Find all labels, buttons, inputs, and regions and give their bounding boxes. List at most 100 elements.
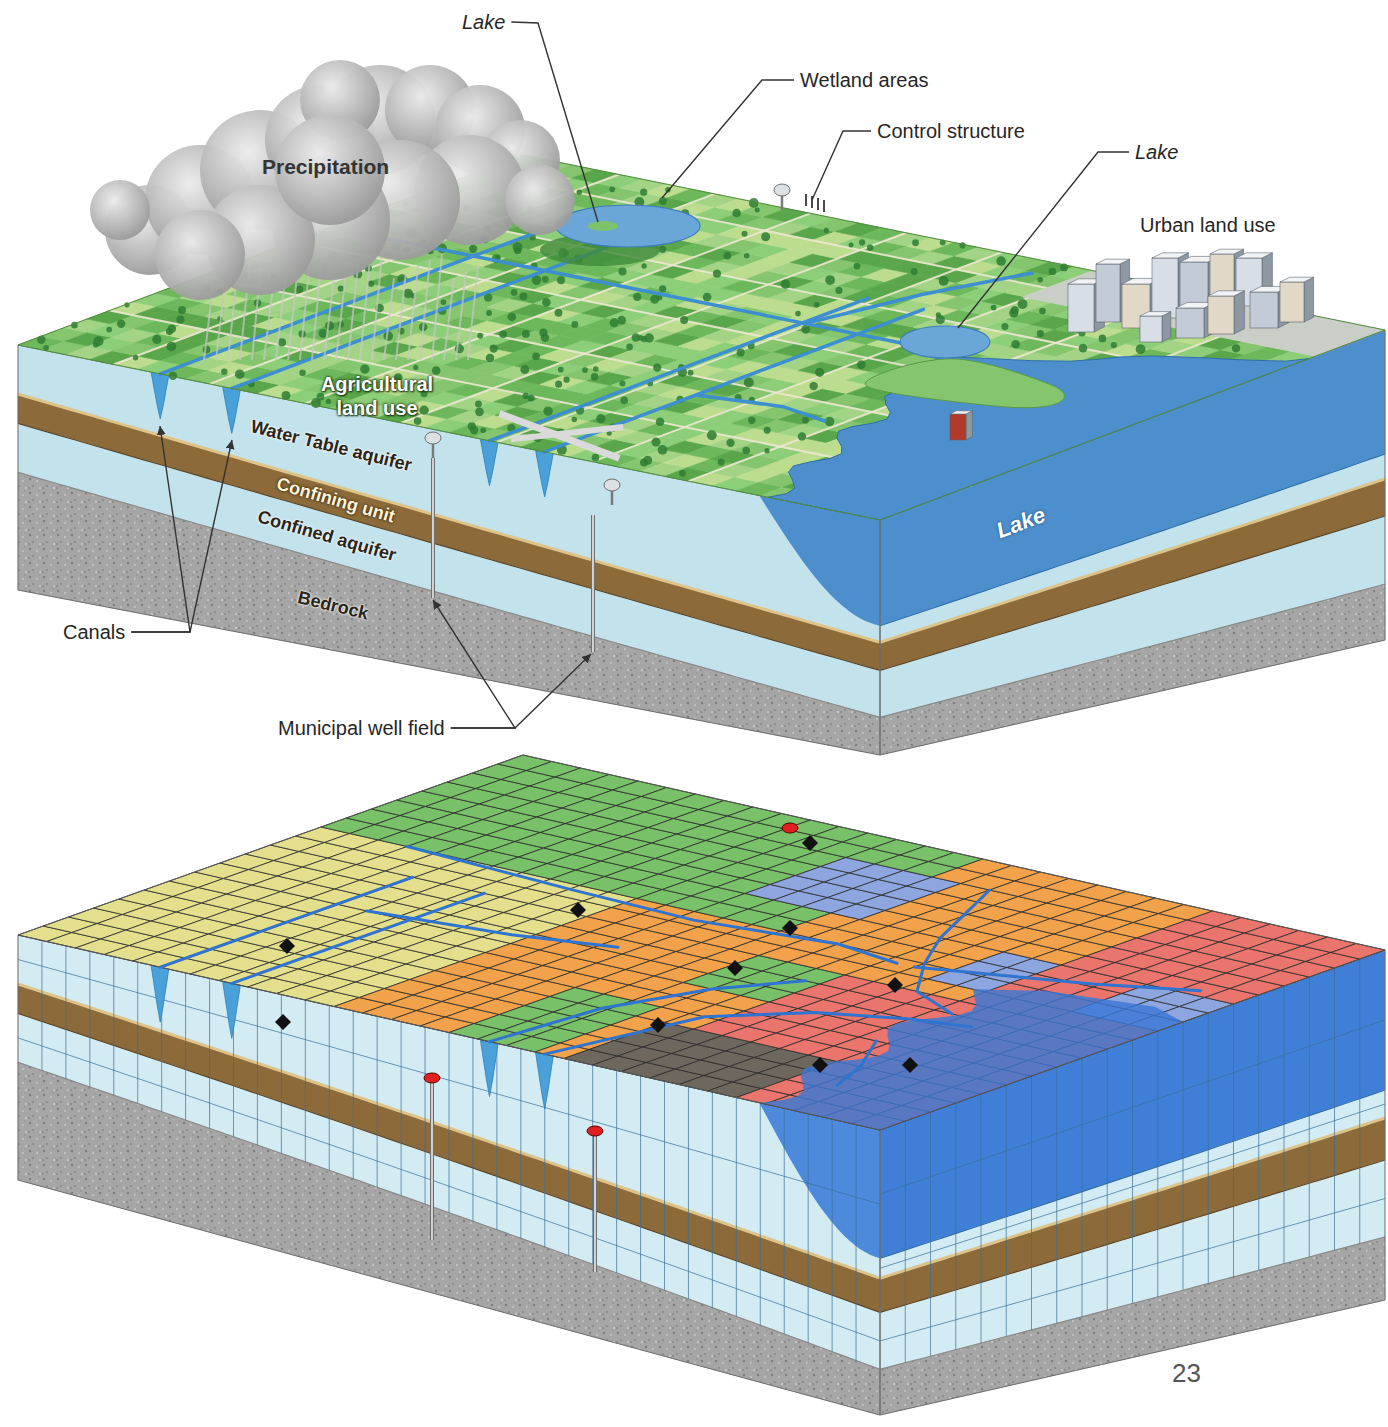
- tree: [741, 231, 747, 237]
- tree: [419, 406, 428, 415]
- tree: [857, 360, 866, 369]
- tree: [617, 316, 626, 325]
- tree: [235, 369, 245, 379]
- tree: [801, 325, 810, 334]
- control-structure: [823, 200, 825, 212]
- rock-layer: [18, 935, 880, 1415]
- tree: [117, 319, 125, 327]
- model-grid-line: [712, 1092, 713, 1308]
- building: [1176, 308, 1204, 338]
- model-grid-line: [981, 1094, 982, 1343]
- tree: [592, 454, 600, 462]
- tree: [511, 289, 518, 296]
- model-grid-line: [856, 1125, 857, 1361]
- tree: [854, 263, 861, 270]
- layer-boundary: [18, 394, 880, 642]
- model-grid-line: [784, 1108, 785, 1334]
- stream: [367, 911, 618, 947]
- model-grid-line: [1056, 1067, 1057, 1323]
- stream: [232, 893, 485, 983]
- model-grid-line: [472, 1038, 473, 1221]
- leader-line: [131, 22, 1129, 728]
- canal-cut: [151, 966, 169, 1022]
- tree: [609, 186, 615, 192]
- rain-cloud: [90, 180, 150, 240]
- tree: [360, 364, 369, 373]
- tree: [726, 439, 734, 447]
- peninsula: [865, 359, 1064, 408]
- tree: [814, 302, 820, 308]
- rain-cloud: [372, 254, 382, 360]
- leader-line: [958, 152, 1129, 328]
- model-grid-line: [905, 1121, 906, 1363]
- tree: [475, 401, 482, 408]
- small-lake: [900, 326, 990, 358]
- leader-line: [812, 131, 871, 200]
- tree: [724, 252, 732, 260]
- layer-boundary: [880, 454, 1385, 717]
- stream: [490, 981, 806, 1042]
- tree: [1111, 342, 1117, 348]
- small-lake: [556, 205, 700, 247]
- tree: [1011, 306, 1019, 314]
- canal: [374, 236, 952, 353]
- leader-line: [662, 80, 794, 198]
- canal-cut: [536, 1053, 554, 1109]
- model-grid-line: [1359, 959, 1360, 1244]
- tree: [499, 330, 507, 338]
- tree: [809, 382, 817, 390]
- building: [1280, 282, 1304, 322]
- model-grid-line: [449, 1033, 450, 1213]
- lake-water: [768, 356, 1309, 520]
- leader-line: [131, 440, 232, 632]
- model-grid-line: [664, 1081, 665, 1290]
- landscape-block: [18, 155, 1385, 755]
- canal: [490, 298, 869, 441]
- model-grid-line: [880, 1199, 1385, 1341]
- tree: [688, 370, 694, 376]
- tree: [659, 285, 666, 292]
- tree: [577, 189, 582, 194]
- observation-point: [570, 902, 586, 918]
- canal-cut: [151, 373, 169, 419]
- cloud-label: Precipitation: [262, 154, 389, 179]
- tree: [641, 336, 647, 342]
- observation-point: [650, 1017, 666, 1033]
- tree: [849, 242, 854, 247]
- rock-layer: [18, 345, 880, 755]
- model-grid-line: [18, 940, 1385, 1362]
- rain-cloud: [420, 260, 430, 360]
- tree: [911, 268, 918, 275]
- building: [1208, 291, 1244, 296]
- building: [1234, 291, 1244, 334]
- model-grid-line: [1132, 1040, 1133, 1304]
- rain-cloud: [324, 278, 334, 360]
- tree: [133, 355, 139, 361]
- tree: [93, 342, 99, 348]
- tree: [1037, 277, 1043, 283]
- model-grid-line: [640, 1076, 641, 1282]
- model-grid-line: [955, 1103, 956, 1350]
- building: [1152, 258, 1178, 318]
- tree: [1049, 268, 1056, 275]
- tree: [522, 330, 530, 338]
- rain-cloud: [432, 254, 442, 360]
- tree: [596, 414, 605, 423]
- observation-point: [275, 1014, 291, 1030]
- tree: [620, 396, 628, 404]
- layer-boundary: [18, 1013, 880, 1312]
- model-grid-line: [520, 1049, 521, 1239]
- tree: [469, 245, 477, 253]
- model-grid-line: [113, 957, 114, 1096]
- rock-layer: [18, 472, 880, 755]
- model-grid-line: [1309, 977, 1310, 1257]
- building: [1152, 253, 1188, 258]
- observation-point: [887, 977, 903, 993]
- tree: [742, 447, 750, 455]
- model-grid-line: [808, 1114, 809, 1343]
- canal: [805, 273, 1032, 323]
- stream: [917, 890, 990, 1014]
- well-casing: [431, 1080, 433, 1240]
- tree: [326, 399, 331, 404]
- tree: [368, 281, 374, 287]
